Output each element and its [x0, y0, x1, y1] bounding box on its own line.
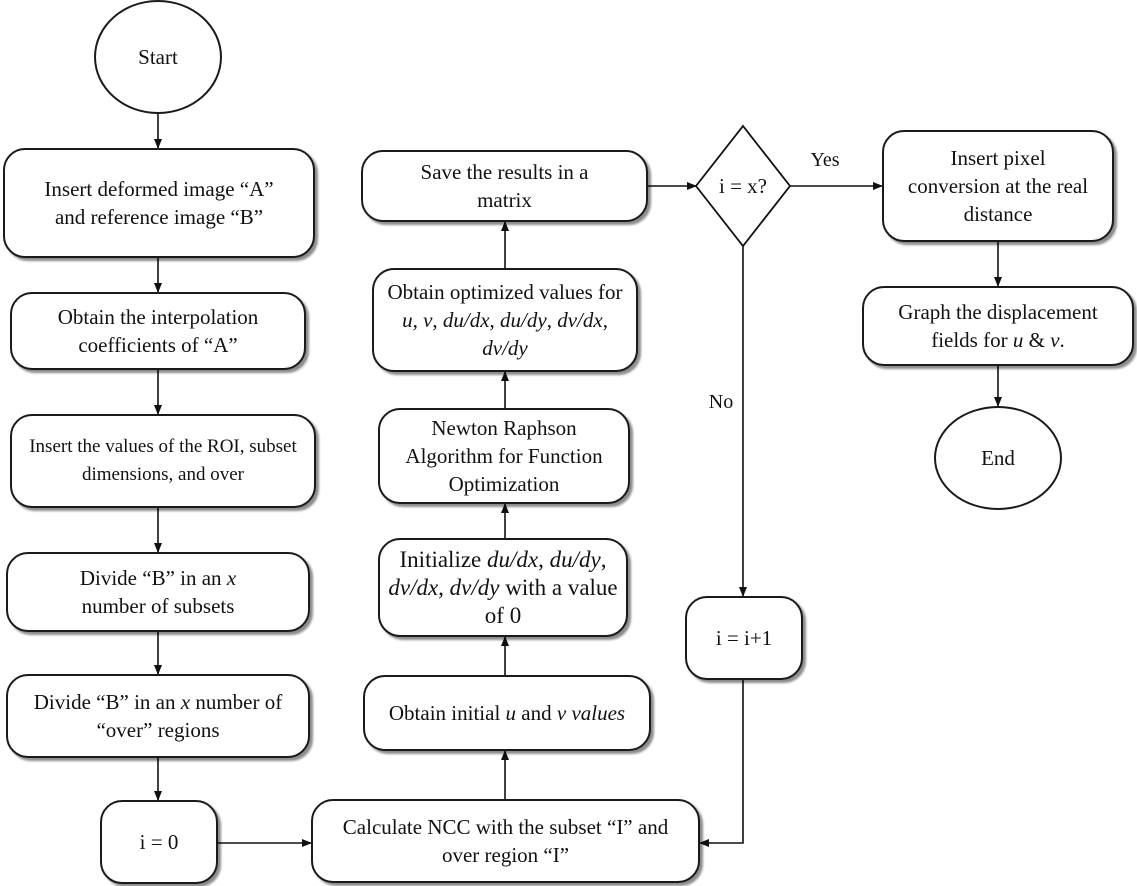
initialize-derivatives-step: Initialize du/dx, du/dy, dv/dx, dv/dy wi… [378, 538, 628, 637]
optimized-sep: , [412, 308, 424, 332]
insert-roi-label: Insert the values of the ROI, subset dim… [29, 436, 297, 485]
initialize-sep: , [538, 546, 550, 572]
initial-uv-u: u [505, 701, 517, 725]
increment-step: i = i+1 [685, 596, 803, 680]
no-label: No [708, 390, 734, 413]
newton-raphson-label: Newton Raphson Algorithm for Function Op… [405, 416, 603, 496]
optimized-sep: , [546, 308, 558, 332]
initialize-tail: with a value of 0 [484, 574, 618, 628]
pixel-conversion-step: Insert pixel conversion at the real dist… [882, 130, 1114, 242]
optimized-term-dvdy: dv/dy [482, 336, 528, 360]
end-label: End [981, 445, 1015, 470]
divide-subsets-prefix: Divide “B” in an [79, 566, 227, 590]
start-label: Start [138, 44, 178, 69]
graph-displacement-step: Graph the displacement fields for u & v. [862, 286, 1134, 366]
initial-uv-suffix: values [566, 701, 626, 725]
optimized-sep: , [432, 308, 443, 332]
divide-subsets-step: Divide “B” in an x number of subsets [6, 552, 310, 632]
i-zero-label: i = 0 [139, 830, 179, 854]
divide-subsets-suffix: number of subsets [81, 594, 235, 618]
insert-images-label: Insert deformed image “A” and reference … [44, 177, 274, 229]
divide-over-prefix: Divide “B” in an [33, 690, 181, 714]
divide-subsets-var: x [226, 566, 237, 590]
graph-u: u [1012, 328, 1024, 352]
initialize-label: Initialize du/dx, du/dy, dv/dx, dv/dy wi… [388, 546, 618, 630]
interpolation-coefficients-step: Obtain the interpolation coefficients of… [10, 292, 306, 370]
graph-prefix: Graph the displacement fields for [898, 300, 1098, 352]
optimized-term-dudx: du/dx [442, 308, 490, 332]
decision-label: i = x? [719, 173, 767, 198]
initial-uv-label: Obtain initial u and v values [389, 699, 625, 727]
optimized-prefix: Obtain optimized values for [387, 280, 623, 304]
divide-over-step: Divide “B” in an x number of “over” regi… [6, 674, 310, 758]
graph-displacement-label: Graph the displacement fields for u & v. [873, 298, 1123, 354]
save-results-label: Save the results in a matrix [420, 160, 589, 212]
initial-uv-prefix: Obtain initial [388, 701, 506, 725]
newton-raphson-step: Newton Raphson Algorithm for Function Op… [378, 408, 630, 504]
initial-uv-step: Obtain initial u and v values [363, 675, 651, 751]
pixel-conversion-label: Insert pixel conversion at the real dist… [907, 146, 1089, 226]
initial-uv-and: and [516, 701, 557, 725]
optimized-values-label: Obtain optimized values for u, v, du/dx,… [385, 278, 625, 362]
graph-v: v [1050, 328, 1060, 352]
initialize-term-dudx: du/dx [487, 546, 539, 572]
optimized-term-dudy: du/dy [500, 308, 547, 332]
initialize-sep: , [438, 574, 450, 600]
calculate-ncc-step: Calculate NCC with the subset “I” and ov… [311, 799, 700, 883]
optimized-sep: , [489, 308, 501, 332]
optimized-term-v: v [423, 308, 433, 332]
initialize-term-dvdy: dv/dy [449, 574, 500, 600]
initialize-term-dudy: du/dy [549, 546, 601, 572]
increment-label: i = i+1 [715, 626, 773, 650]
insert-images-step: Insert deformed image “A” and reference … [3, 148, 315, 258]
decision-diamond [694, 124, 792, 248]
optimized-sep: , [602, 308, 608, 332]
insert-roi-step: Insert the values of the ROI, subset dim… [10, 414, 316, 508]
graph-amp: & [1023, 328, 1051, 352]
divide-subsets-label: Divide “B” in an x number of subsets [58, 564, 258, 620]
optimized-term-u: u [402, 308, 413, 332]
arrow-increment-to-calc-ncc [699, 680, 744, 847]
initialize-term-dvdx: dv/dx [388, 574, 439, 600]
optimized-term-dvdx: dv/dx [557, 308, 603, 332]
divide-over-label: Divide “B” in an x number of “over” regi… [28, 688, 288, 744]
start-node: Start [94, 0, 222, 114]
divide-over-suffix: number of “over” regions [96, 690, 283, 742]
initialize-word: Initialize [399, 546, 488, 572]
yes-label: Yes [810, 148, 840, 171]
save-results-step: Save the results in a matrix [361, 150, 648, 222]
initial-uv-v: v [556, 701, 567, 725]
graph-suffix: . [1059, 328, 1065, 352]
calculate-ncc-label: Calculate NCC with the subset “I” and ov… [342, 815, 669, 867]
initialize-sep: , [600, 546, 607, 572]
i-zero-step: i = 0 [100, 800, 218, 884]
interpolation-coefficients-label: Obtain the interpolation coefficients of… [57, 305, 259, 357]
end-node: End [934, 406, 1062, 510]
optimized-values-step: Obtain optimized values for u, v, du/dx,… [372, 268, 638, 372]
divide-over-var: x [180, 690, 191, 714]
